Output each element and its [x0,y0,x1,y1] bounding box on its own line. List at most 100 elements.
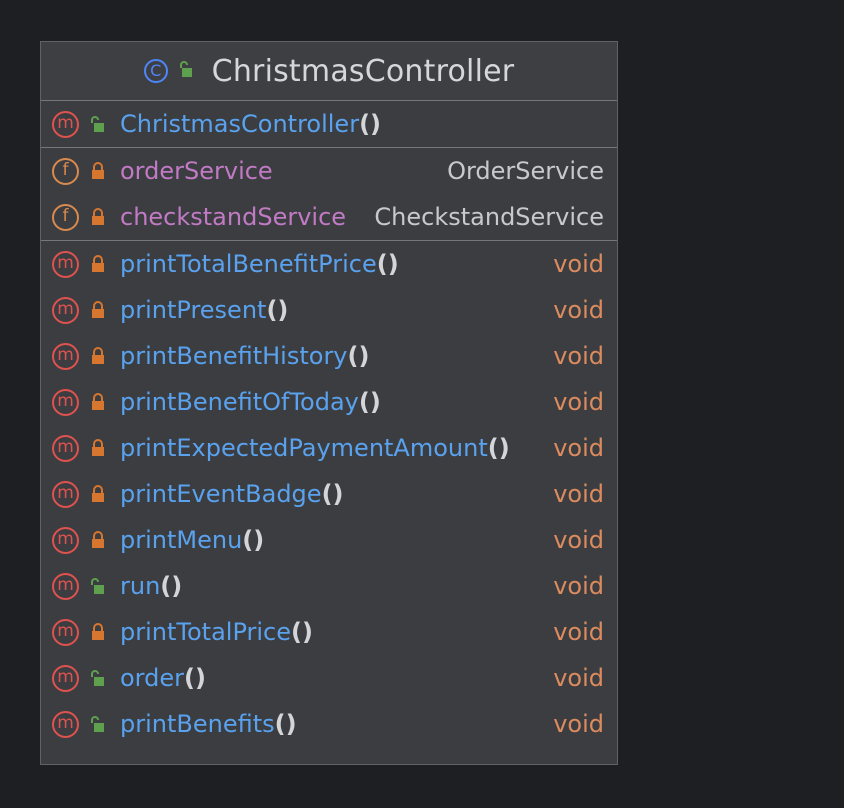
field-type: OrderService [447,157,604,185]
params-text: () [347,342,370,370]
name-text: printTotalPrice [120,618,291,646]
name-text: ChristmasController [120,110,360,138]
params-text: () [487,434,510,462]
field-type: CheckstandService [374,203,604,231]
field-name: orderService [120,157,273,185]
private-lock-icon [88,255,108,273]
field-row[interactable]: f orderService OrderService [41,148,617,194]
member-name: printExpectedPaymentAmount() [120,434,510,462]
method-icon: m [52,526,79,554]
field-name: checkstandService [120,203,346,231]
name-text: printBenefitHistory [120,342,348,370]
member-name: printTotalPrice() [120,618,313,646]
params-text: () [359,110,381,138]
private-lock-icon [88,347,108,365]
return-type: void [553,434,604,462]
member-name: printMenu() [120,526,264,554]
private-lock-icon [88,531,108,549]
return-type: void [553,250,604,278]
params-text: () [274,710,297,738]
member-name: printBenefitHistory() [120,342,369,370]
name-text: printExpectedPaymentAmount [120,434,488,462]
params-text: () [266,296,289,324]
method-row[interactable]: m order() void [41,655,617,701]
public-lock-icon [176,60,194,82]
member-name: ChristmasController() [120,110,381,138]
public-lock-icon [88,115,108,133]
private-lock-icon [88,623,108,641]
method-row[interactable]: m printBenefits() void [41,701,617,747]
name-text: order [120,664,184,692]
params-text: () [291,618,313,646]
name-text: printPresent [120,296,267,324]
params-text: () [358,388,381,416]
method-icon: m [52,250,79,278]
method-row[interactable]: m printPresent() void [41,287,617,333]
class-header: C ChristmasController [41,42,617,101]
private-lock-icon [88,208,108,226]
method-row[interactable]: m printTotalBenefitPrice() void [41,241,617,287]
method-row[interactable]: m printMenu() void [41,517,617,563]
name-text: run [120,572,161,600]
return-type: void [553,618,604,646]
return-type: void [553,296,604,324]
return-type: void [553,342,604,370]
private-lock-icon [88,162,108,180]
member-name: printTotalBenefitPrice() [120,250,399,278]
member-name: printPresent() [120,296,288,324]
name-text: printBenefits [120,710,275,738]
method-row[interactable]: m printExpectedPaymentAmount() void [41,425,617,471]
name-text: checkstandService [120,203,347,231]
private-lock-icon [88,485,108,503]
member-name: printEventBadge() [120,480,344,508]
method-icon: m [52,710,79,738]
private-lock-icon [88,439,108,457]
member-name: order() [120,664,206,692]
return-type: void [553,664,604,692]
class-icon: C [143,59,168,83]
member-name: printBenefits() [120,710,297,738]
name-text: printMenu [120,526,243,554]
method-row[interactable]: m printTotalPrice() void [41,609,617,655]
params-text: () [321,480,344,508]
method-icon: m [52,618,79,646]
method-icon: m [52,388,79,416]
params-text: () [184,664,206,692]
constructor-row[interactable]: m ChristmasController() [41,101,617,147]
name-text: orderService [120,157,273,185]
return-type: void [553,572,604,600]
uml-class-card: C ChristmasController m ChristmasControll… [40,41,618,765]
method-icon: m [52,342,79,370]
return-type: void [553,388,604,416]
method-icon: m [52,110,79,138]
params-text: () [376,250,399,278]
name-text: printBenefitOfToday [120,388,359,416]
method-row[interactable]: m run() void [41,563,617,609]
method-row[interactable]: m printEventBadge() void [41,471,617,517]
public-lock-icon [88,577,108,595]
public-lock-icon [88,715,108,733]
method-row[interactable]: m printBenefitHistory() void [41,333,617,379]
constructors-section: m ChristmasController() [41,101,617,148]
private-lock-icon [88,393,108,411]
method-icon: m [52,572,79,600]
params-text: () [242,526,265,554]
method-icon: m [52,434,79,462]
method-icon: m [52,480,79,508]
private-lock-icon [88,301,108,319]
method-icon: m [52,296,79,324]
method-row[interactable]: m printBenefitOfToday() void [41,379,617,425]
return-type: void [553,710,604,738]
field-icon: f [52,157,79,185]
return-type: void [553,526,604,554]
method-icon: m [52,664,79,692]
name-text: printEventBadge [120,480,322,508]
name-text: printTotalBenefitPrice [120,250,377,278]
member-name: run() [120,572,182,600]
public-lock-icon [88,669,108,687]
params-text: () [160,572,183,600]
return-type: void [553,480,604,508]
